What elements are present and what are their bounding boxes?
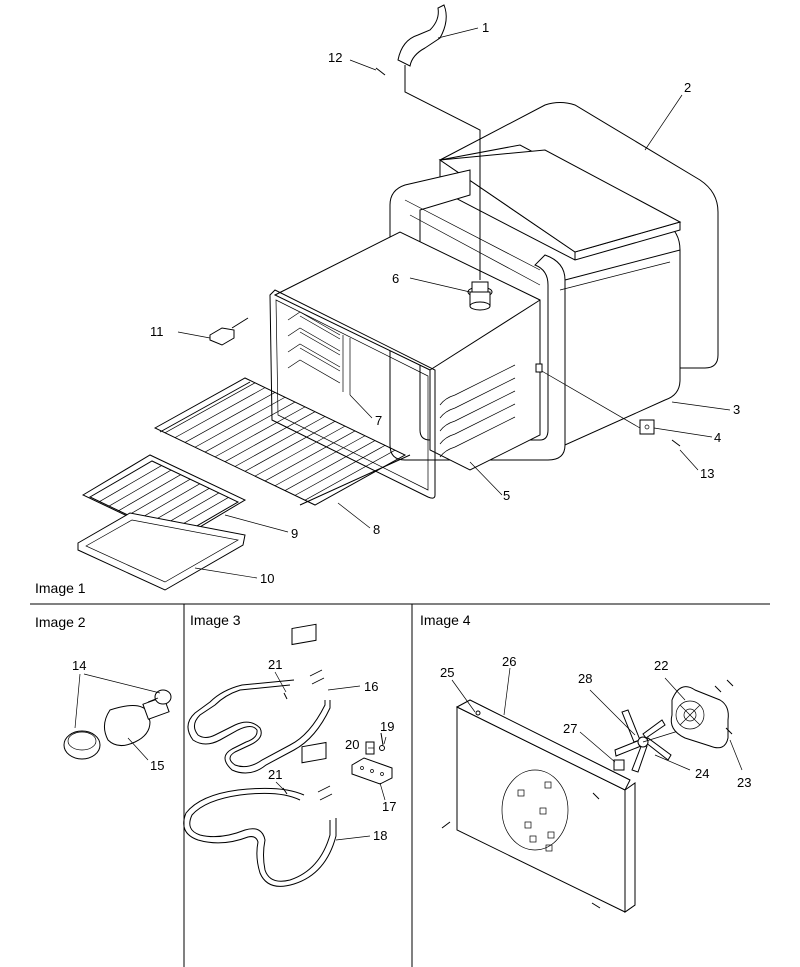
callout-23: 23 <box>737 775 751 790</box>
callout-13: 13 <box>700 466 714 481</box>
callout-19: 19 <box>380 719 394 734</box>
callout-18: 18 <box>373 828 387 843</box>
callout-21-broil: 21 <box>268 767 282 782</box>
oven-wrap-insulation <box>438 102 719 369</box>
callout-25: 25 <box>440 665 454 680</box>
callout-5: 5 <box>503 488 510 503</box>
caption-image-4: Image 4 <box>420 612 471 628</box>
callout-15: 15 <box>150 758 164 773</box>
vent-knob-part-1 <box>397 4 447 67</box>
fan-motor-part-22 <box>670 686 729 749</box>
callout-26: 26 <box>502 654 516 669</box>
callout-6: 6 <box>392 271 399 286</box>
callout-1: 1 <box>482 20 489 35</box>
callout-9: 9 <box>291 526 298 541</box>
callout-11: 11 <box>150 324 164 339</box>
caption-image-2: Image 2 <box>35 614 86 630</box>
small-parts-image3 <box>282 692 393 795</box>
callout-12: 12 <box>328 50 342 65</box>
callout-16: 16 <box>364 679 378 694</box>
leaders-image3 <box>274 671 387 841</box>
callout-22: 22 <box>654 658 668 673</box>
callout-28: 28 <box>578 671 592 686</box>
bake-element-part-16 <box>187 623 331 774</box>
callout-2: 2 <box>684 80 691 95</box>
leaders-image4 <box>451 667 743 771</box>
callout-8: 8 <box>373 522 380 537</box>
callout-27: 27 <box>563 721 577 736</box>
top-vent-tube <box>404 65 493 311</box>
fan-blade-part-28 <box>614 709 689 773</box>
callout-21-bake: 21 <box>268 657 282 672</box>
callout-numbers: 1 2 3 4 5 6 7 8 9 10 11 12 13 14 15 16 1… <box>72 20 751 843</box>
fan-back-panel-part-26 <box>455 699 636 913</box>
caption-image-3: Image 3 <box>190 612 241 628</box>
callout-3: 3 <box>733 402 740 417</box>
broil-pan-part-10 <box>77 512 246 591</box>
oven-rack-part-8 <box>153 377 411 506</box>
broil-element-part-18 <box>183 741 337 887</box>
small-parts-image1 <box>209 67 681 447</box>
leaders-image2 <box>74 673 161 761</box>
caption-image-1: Image 1 <box>35 580 86 596</box>
callout-7: 7 <box>375 413 382 428</box>
callout-20: 20 <box>345 737 359 752</box>
panel-dividers <box>30 603 770 967</box>
callout-14: 14 <box>72 658 86 673</box>
fan-nut-part-27 <box>613 759 625 771</box>
oven-light-parts <box>63 689 172 760</box>
small-parts-image4 <box>441 679 734 909</box>
callout-10: 10 <box>260 571 274 586</box>
leaders-image1 <box>177 27 731 579</box>
callout-17: 17 <box>382 799 396 814</box>
callout-4: 4 <box>714 430 721 445</box>
callout-24: 24 <box>695 766 709 781</box>
